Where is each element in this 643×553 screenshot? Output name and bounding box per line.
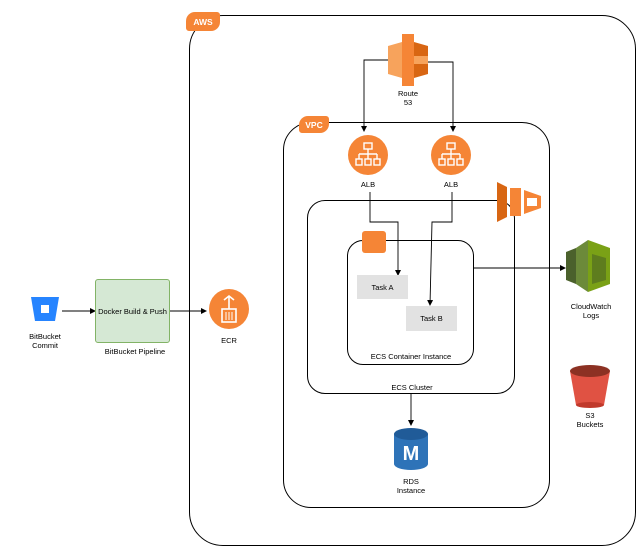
alb-a-label: ALB bbox=[360, 180, 376, 189]
pipeline-label: BitBucket Pipeline bbox=[104, 347, 166, 356]
s3-icon bbox=[570, 365, 610, 408]
ecs-icon bbox=[497, 182, 541, 222]
alb-icon bbox=[348, 135, 388, 175]
edge-route53-alb-a bbox=[361, 59, 390, 132]
rds-label: RDS Instance bbox=[396, 477, 426, 495]
edge-alb-a-task-a bbox=[369, 192, 401, 276]
aws-tag: AWS bbox=[186, 12, 220, 31]
bitbucket-icon bbox=[31, 297, 59, 321]
route53-icon bbox=[388, 34, 428, 86]
vpc-tag: VPC bbox=[299, 116, 329, 133]
edge-route53-alb-b bbox=[426, 61, 456, 132]
task-a: Task A bbox=[357, 275, 408, 299]
task-b: Task B bbox=[406, 306, 457, 331]
bitbucket-label: BitBucket Commit bbox=[29, 332, 61, 350]
edge-alb-b-task-b bbox=[427, 192, 453, 306]
alb-icon bbox=[431, 135, 471, 175]
cloudwatch-icon bbox=[566, 240, 610, 292]
docker-build-push-step: Docker Build & Push bbox=[95, 279, 170, 343]
ecs-container-instance-group bbox=[347, 240, 474, 365]
svg-text:M: M bbox=[403, 443, 420, 465]
ecs-container-instance-label: ECS Container Instance bbox=[370, 352, 452, 361]
s3-label: S3 Buckets bbox=[576, 411, 604, 429]
ecs-cluster-label: ECS Cluster bbox=[391, 383, 433, 392]
container-icon bbox=[362, 231, 386, 253]
alb-b-label: ALB bbox=[443, 180, 459, 189]
cloudwatch-label: CloudWatch Logs bbox=[570, 302, 612, 320]
rds-icon: M bbox=[394, 428, 428, 470]
ecr-icon bbox=[209, 289, 249, 329]
ecr-label: ECR bbox=[221, 336, 237, 345]
route53-label: Route 53 bbox=[397, 89, 418, 107]
